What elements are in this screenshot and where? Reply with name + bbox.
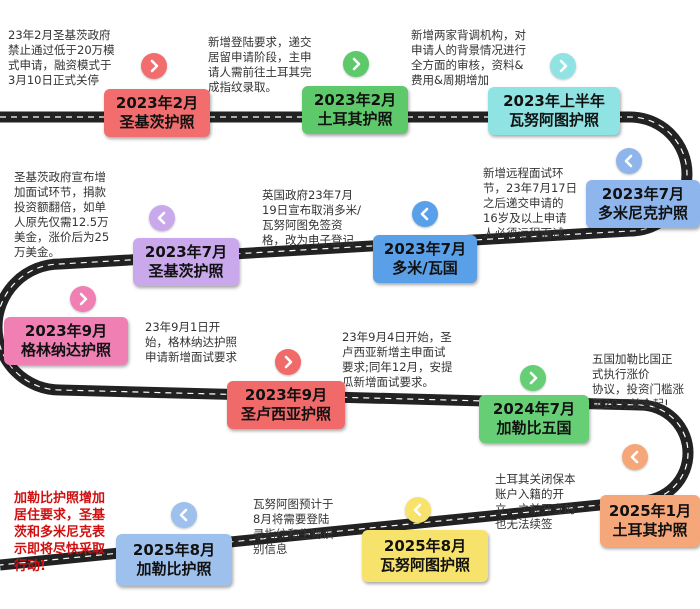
milestone-date: 2023年2月 [115,94,199,112]
milestone-date: 2023年上半年 [503,92,605,110]
milestone-description: 23年9月1日开 始，格林纳达护照 申请新增面试要求 [145,320,237,364]
milestone-title: 圣基茨护照 [119,113,195,131]
milestone-description: 瓦努阿图预计于 8月将需要登陆 录指纹和生物识 别信息 [253,497,334,556]
milestone-title: 土耳其护照 [612,521,688,539]
milestone-date: 2023年9月 [244,386,328,404]
milestone-title: 格林纳达护照 [20,341,111,359]
milestone-description: 五国加勒比国正 式执行涨价 协议，投资门槛涨 至20万美金起! [592,352,684,411]
milestone-date: 2025年1月 [608,502,692,520]
milestone-date: 2025年8月 [132,541,216,559]
milestone-title: 瓦努阿图护照 [379,556,470,574]
milestone-description: 23年9月4日开始，圣 卢西亚新增主申面试 要求;同年12月，安提 瓜新增面试要… [342,330,453,389]
chevron-left-icon [622,444,648,470]
milestone-date: 2023年7月 [601,185,685,203]
milestone-box: 2023年2月 圣基茨护照 [104,89,210,137]
milestone-box: 2023年2月 土耳其护照 [302,86,408,134]
chevron-left-icon [149,205,175,231]
chevron-left-icon [616,148,642,174]
milestone-box: 2024年7月 加勒比五国 [479,395,589,443]
chevron-right-icon [343,51,369,77]
milestone-title: 多米尼克护照 [597,204,688,222]
milestone-box: 2023年7月 多米尼克护照 [586,180,700,228]
milestone-date: 2023年7月 [144,243,228,261]
milestone-date: 2023年2月 [313,91,397,109]
milestone-title: 土耳其护照 [317,110,393,128]
milestone-date: 2023年7月 [383,240,467,258]
milestone-description: 新增登陆要求，递交 居留申请阶段，主申 请人需前往土耳其完 成指纹录取。 [208,35,312,94]
milestone-box: 2025年8月 加勒比护照 [116,534,232,586]
chevron-left-icon [171,502,197,528]
milestone-title: 圣卢西亚护照 [240,405,331,423]
chevron-left-icon [405,497,431,523]
chevron-right-icon [141,53,167,79]
milestone-box: 2023年7月 多米/瓦国 [373,235,477,283]
milestone-description: 23年2月圣基茨政府 禁止通过低于20万模 式申请，融资模式于 3月10日正式关… [8,28,115,87]
milestone-description: 圣基茨政府宣布增 加面试环节，捐款 投资额翻倍，如单 人原先仅需12.5万 美金… [14,170,110,259]
milestone-description: 加勒比护照增加 居住要求，圣基 茨和多米尼克表 示即将尽快采取 行动! [14,491,106,574]
road-stripe [0,116,689,566]
milestone-title: 加勒比五国 [496,419,572,437]
milestone-title: 多米/瓦国 [392,259,458,277]
milestone-date: 2025年8月 [383,537,467,555]
milestone-date: 2023年9月 [24,322,108,340]
milestone-box: 2025年1月 土耳其护照 [600,495,700,547]
milestone-box: 2023年7月 圣基茨护照 [133,238,239,286]
chevron-right-icon [550,53,576,79]
chevron-right-icon [275,349,301,375]
milestone-title: 瓦努阿图护照 [508,111,599,129]
milestone-box: 2023年9月 圣卢西亚护照 [227,381,345,429]
milestone-description: 英国政府23年7月 19日宣布取消多米/ 瓦努阿图免签资 格，改为电子登记 [262,188,362,247]
chevron-right-icon [520,365,546,391]
milestone-box: 2025年8月 瓦努阿图护照 [362,530,488,582]
milestone-box: 2023年上半年 瓦努阿图护照 [488,87,620,135]
milestone-title: 加勒比护照 [136,560,212,578]
chevron-left-icon [412,201,438,227]
milestone-title: 圣基茨护照 [148,262,224,280]
milestone-box: 2023年9月 格林纳达护照 [4,317,128,365]
milestone-date: 2024年7月 [492,400,576,418]
milestone-description: 新增两家背调机构，对 申请人的背景情况进行 全方面的审核，资料& 费用&周期增加 [411,28,526,87]
chevron-right-icon [70,286,96,312]
milestone-description: 新增远程面试环 节，23年7月17日 之后递交申请的 16岁及以上申请 人必须远… [483,166,578,240]
milestone-description: 土耳其关闭保本 账户入籍的开 立，之前开立的 也无法续签 [495,472,576,531]
